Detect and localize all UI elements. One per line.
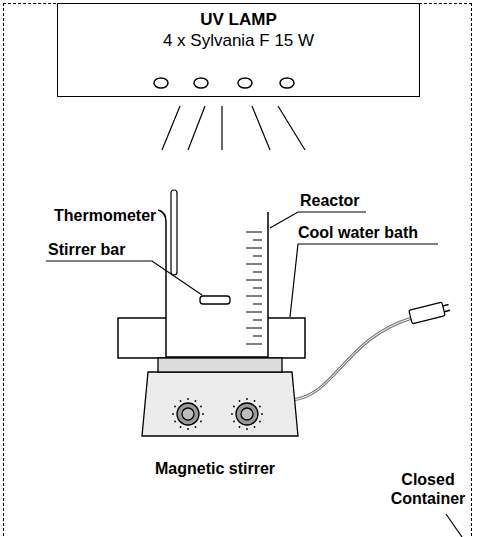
power-cable-part-part [444,310,450,311]
reactor-beaker-part-part [246,232,262,233]
part-label: Thermometer [54,206,156,225]
reactor-beaker-part [246,232,262,344]
reactor-beaker-part-part [246,296,262,297]
reactor-beaker-part-part [246,280,262,281]
reactor-beaker-part-part [253,256,262,257]
magnetic-stirrer-part-part [202,413,204,415]
magnetic-stirrer-part-part [239,400,241,402]
magnetic-stirrer-part-part [200,406,202,408]
reactor-beaker-part-part [246,264,262,265]
lamp-tubes-part [154,78,168,88]
power-cable [292,301,451,400]
reactor-beaker-part-part [253,240,262,241]
lamp-tubes [154,78,294,88]
part-label: Stirrer bar [48,240,125,259]
magnetic-stirrer-part-part [239,426,241,428]
magnetic-stirrer-part-part [174,406,176,408]
uv-lamp-box: UV LAMP4 x Sylvania F 15 W [57,3,420,97]
lamp-tubes-part [194,78,208,88]
magnetic-stirrer-part-part [233,421,235,423]
magnetic-stirrer-part-part [172,413,174,415]
magnetic-stirrer [142,358,298,436]
reactor-beaker-part-part [253,304,262,305]
magnetic-stirrer-part [142,372,298,436]
magnetic-stirrer-part-part [233,406,235,408]
power-cable-part [409,301,451,324]
magnetic-stirrer-part-part [259,421,261,423]
magnetic-stirrer-part-part [261,413,263,415]
magnetic-stirrer-part-part [187,398,189,400]
reactor-beaker-part-part [253,336,262,337]
uv-rays-part [252,106,270,150]
lamp-title: UV LAMP [58,9,419,30]
leader-lines-part [446,514,462,537]
magnetic-stirrer-part-part [259,406,261,408]
part-label: Reactor [300,191,360,210]
magnetic-stirrer-part [236,403,258,425]
uv-rays-part [221,106,222,150]
lamp-tubes-part [238,78,252,88]
lamp-spec: 4 x Sylvania F 15 W [58,30,419,51]
uv-rays-part [188,106,205,150]
uv-rays-part [278,106,305,150]
leader-lines [46,212,462,537]
magnetic-stirrer-part-part [246,428,248,430]
container-label: Closed Container [384,470,472,508]
reactor-beaker-part-part [246,312,262,313]
magnetic-stirrer-part-part [254,400,256,402]
part-label: Magnetic stirrer [120,459,310,478]
magnetic-stirrer-part-part [180,400,182,402]
reactor-beaker-part-part [253,272,262,273]
reactor-beaker-part-part [246,328,262,329]
magnetic-stirrer-part-part [254,426,256,428]
thermometer-part [171,190,177,275]
leader-lines-part [290,244,438,317]
thermometer [171,190,177,275]
reactor-beaker-part-part [253,320,262,321]
magnetic-stirrer-part-part [246,398,248,400]
magnetic-stirrer-part [182,408,194,420]
magnetic-stirrer-part-part [174,421,176,423]
magnetic-stirrer-part [158,358,282,372]
magnetic-stirrer-part-part [195,400,197,402]
lamp-tubes-part [280,78,294,88]
part-label: Cool water bath [298,223,418,242]
power-cable-part [292,318,412,400]
reactor-beaker-part-part [246,344,262,345]
magnetic-stirrer-part-part [180,426,182,428]
magnetic-stirrer-part-part [200,421,202,423]
power-cable-part [292,318,412,400]
magnetic-stirrer-part [177,403,199,425]
magnetic-stirrer-part [241,408,253,420]
uv-rays [162,106,305,150]
magnetic-stirrer-part [172,398,263,430]
stirrer-bar [200,296,230,304]
reactor-beaker-part-part [246,248,262,249]
reactor-beaker-part-part [253,288,262,289]
power-cable-part-part [443,305,449,306]
magnetic-stirrer-part-part [187,428,189,430]
magnetic-stirrer-part-part [195,426,197,428]
magnetic-stirrer-part-part [231,413,233,415]
uv-rays-part [162,106,180,150]
leader-lines-part [46,261,202,295]
closed-container: Closed Container UV LAMP4 x Sylvania F 15… [3,3,472,537]
power-cable-part-part [409,302,445,324]
